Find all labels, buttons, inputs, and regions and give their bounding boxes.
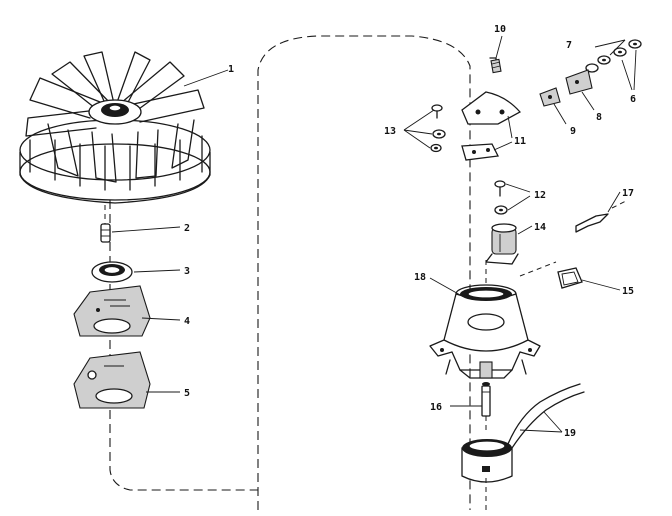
leader-lines: [111, 35, 637, 433]
part-shaft: [481, 382, 491, 432]
part-washer-plate-upper: [73, 285, 151, 337]
callout-13: 13: [384, 126, 396, 137]
callout-4: 4: [184, 316, 190, 327]
callout-10: 10: [494, 24, 506, 35]
part-switch: [485, 223, 519, 265]
callout-3: 3: [184, 266, 190, 277]
callout-7: 7: [566, 40, 572, 51]
part-spring-clip: [575, 199, 629, 233]
callout-15: 15: [622, 286, 634, 297]
callout-19: 19: [564, 428, 576, 439]
callout-18: 18: [414, 272, 426, 283]
callout-9: 9: [570, 126, 576, 137]
part-washer-plate-lower: [73, 351, 151, 409]
callout-8: 8: [596, 112, 602, 123]
callout-16: 16: [430, 402, 442, 413]
part-gasket: [557, 267, 583, 289]
callout-12: 12: [534, 190, 546, 201]
callout-2: 2: [184, 223, 190, 234]
part-screw-12: [494, 180, 508, 215]
part-pin: [100, 205, 111, 243]
callout-14: 14: [534, 222, 546, 233]
part-screw: [489, 57, 502, 74]
callout-6: 6: [630, 94, 636, 105]
part-motor: [461, 383, 585, 512]
part-bushing: [91, 261, 133, 283]
part-terminal-hardware: [539, 39, 642, 107]
dashed-enclosure-outline: [257, 35, 471, 510]
callout-17: 17: [622, 188, 634, 199]
callout-11: 11: [514, 136, 526, 147]
part-fan: [19, 51, 211, 204]
callout-5: 5: [184, 388, 190, 399]
callout-1: 1: [228, 64, 234, 75]
part-housing: [429, 260, 557, 379]
dashed-left-guide: [109, 200, 258, 491]
part-brackets: [461, 91, 522, 161]
callout-labels: 1 2 3 4 5 6 7 8 9 10 11 12 13 14 15 16 1…: [184, 24, 636, 439]
part-screw-washer-set: [430, 104, 446, 153]
